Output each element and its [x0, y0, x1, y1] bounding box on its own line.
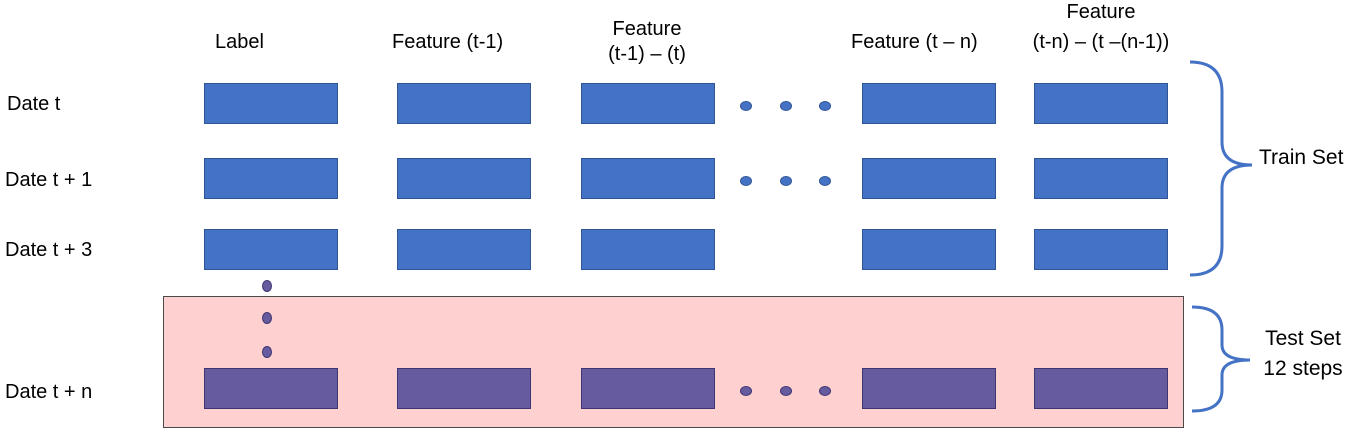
cell-date-t1-feature-diff-n [1034, 158, 1168, 199]
cell-date-t3-feature-diff-n [1034, 229, 1168, 270]
ellipsis-dot [780, 101, 792, 111]
cell-date-tn-feature-t-minus-1 [397, 368, 531, 409]
train-set-label: Train Set [1259, 146, 1344, 169]
cell-date-t3-feature-diff-1 [581, 229, 715, 270]
vertical-ellipsis-dot [262, 346, 272, 358]
cell-date-t1-feature-t-minus-n [862, 158, 996, 199]
cell-date-t3-feature-t-minus-n [862, 229, 996, 270]
cell-date-tn-feature-t-minus-n [862, 368, 996, 409]
header-feature-diff-1-line1: Feature [612, 18, 682, 40]
cell-date-tn-feature-diff-1 [581, 368, 715, 409]
row-label-date-t-plus-3: Date t + 3 [5, 239, 93, 261]
cell-date-tn-label [204, 368, 338, 409]
cell-date-t3-feature-t-minus-1 [397, 229, 531, 270]
train-set-brace [1189, 60, 1253, 277]
cell-date-t1-feature-diff-1 [581, 158, 715, 199]
cell-date-t-feature-diff-1 [581, 83, 715, 124]
ellipsis-dot [740, 176, 752, 186]
test-set-label: Test Set 12 steps [1253, 324, 1353, 384]
test-set-label-line2: 12 steps [1263, 357, 1343, 380]
row-label-date-t-plus-1: Date t + 1 [5, 169, 93, 191]
ellipsis-dot [819, 176, 831, 186]
header-feature-diff-1: Feature (t-1) – (t) [582, 17, 712, 67]
cell-date-t1-label [204, 158, 338, 199]
header-feature-diff-n: Feature (t-n) – (t –(n-1)) [1015, 0, 1187, 55]
cell-date-t-feature-diff-n [1034, 83, 1168, 124]
cell-date-tn-feature-diff-n [1034, 368, 1168, 409]
cell-date-t1-feature-t-minus-1 [397, 158, 531, 199]
cell-date-t-feature-t-minus-1 [397, 83, 531, 124]
cell-date-t-label [204, 83, 338, 124]
vertical-ellipsis-dot [262, 280, 272, 292]
ellipsis-dot [740, 386, 752, 396]
header-label: Label [215, 31, 264, 53]
ellipsis-dot [740, 101, 752, 111]
row-label-date-t: Date t [7, 93, 61, 115]
row-label-date-t-plus-n: Date t + n [5, 381, 93, 403]
header-feature-t-minus-1: Feature (t-1) [392, 31, 504, 53]
ellipsis-dot [780, 386, 792, 396]
test-set-label-line1: Test Set [1265, 327, 1341, 350]
ellipsis-dot [819, 386, 831, 396]
test-set-brace [1191, 305, 1251, 413]
vertical-ellipsis-dot [262, 312, 272, 324]
header-feature-diff-n-line1: Feature [1066, 1, 1136, 23]
cell-date-t3-label [204, 229, 338, 270]
header-feature-diff-1-line2: (t-1) – (t) [608, 43, 686, 65]
cell-date-t-feature-t-minus-n [862, 83, 996, 124]
ellipsis-dot [819, 101, 831, 111]
ellipsis-dot [780, 176, 792, 186]
header-feature-t-minus-n: Feature (t – n) [851, 31, 978, 53]
header-feature-diff-n-line2: (t-n) – (t –(n-1)) [1032, 31, 1170, 53]
